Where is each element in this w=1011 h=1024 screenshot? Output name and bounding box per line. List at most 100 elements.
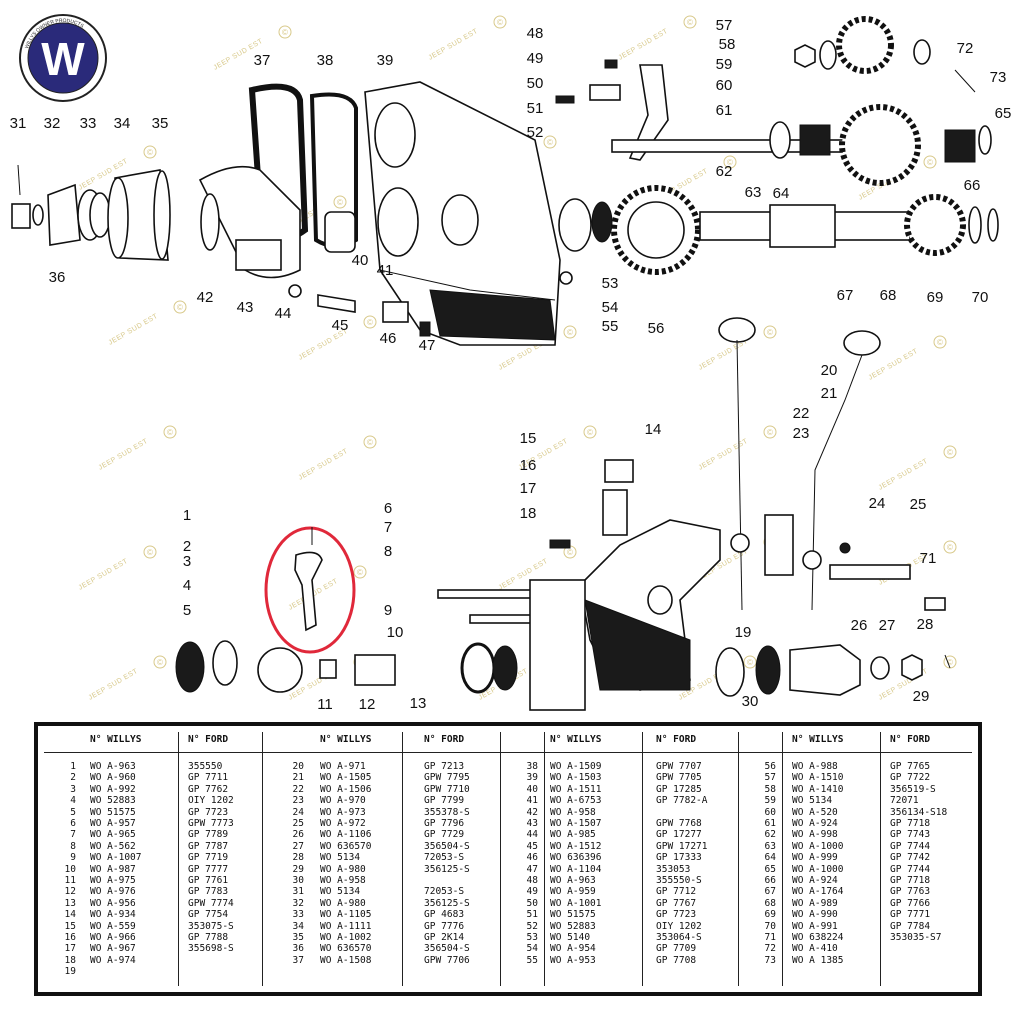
- cell-willys-number: WO A-957: [90, 818, 136, 829]
- cell-ford-number: GP 7711: [188, 772, 229, 784]
- cell-ford-number: GP 17277: [656, 829, 702, 841]
- callout-label-17: 17: [520, 480, 537, 497]
- callout-label-52: 52: [527, 124, 544, 141]
- header-willys: N° WILLYS: [90, 734, 142, 745]
- cell-ford-number: GPW 7773: [188, 818, 234, 829]
- cell-part-number: 58: [764, 783, 776, 795]
- cell-part-number: 32: [292, 897, 304, 909]
- watermark: JEEP SUD EST©: [108, 300, 187, 347]
- cell-part-number: 66: [764, 875, 776, 886]
- svg-text:JEEP SUD EST: JEEP SUD EST: [618, 28, 670, 62]
- cell-ford-number: GP 7767: [656, 897, 697, 909]
- cell-ford-number: GP 7788: [188, 932, 229, 943]
- cell-willys-number: WO A-1511: [550, 783, 602, 795]
- svg-text:©: ©: [947, 448, 953, 457]
- watermark: JEEP SUD EST©: [213, 25, 292, 72]
- callout-label-65: 65: [995, 105, 1011, 122]
- callout-label-22: 22: [793, 405, 810, 422]
- cell-part-number: 18: [64, 954, 76, 966]
- cell-part-number: 73: [764, 954, 776, 966]
- callout-label-61: 61: [716, 102, 733, 119]
- cell-ford-number: GP 7799: [424, 795, 465, 807]
- cell-part-number: 56: [764, 761, 776, 772]
- cell-willys-number: WO A-980: [320, 863, 366, 875]
- callout-label-24: 24: [869, 495, 886, 512]
- callout-label-18: 18: [520, 505, 537, 522]
- watermark: JEEP SUD EST©: [878, 445, 957, 492]
- watermark: JEEP SUD EST ©: [618, 15, 697, 62]
- cell-ford-number: OIY 1202: [656, 920, 702, 932]
- svg-text:JEEP SUD EST: JEEP SUD EST: [298, 448, 350, 482]
- cell-ford-number: GPW 7710: [424, 783, 470, 795]
- callout-label-19: 19: [735, 624, 752, 641]
- parts-31-36: [11, 164, 171, 261]
- callout-label-44: 44: [275, 305, 292, 322]
- svg-text:©: ©: [177, 303, 183, 312]
- callout-label-31: 31: [10, 115, 27, 132]
- cell-willys-number: WO A-953: [550, 954, 596, 966]
- watermark: JEEP SUD EST©: [298, 435, 377, 482]
- callout-label-21: 21: [821, 385, 838, 402]
- callout-label-73: 73: [990, 69, 1007, 86]
- cell-ford-number: GP 17285: [656, 783, 702, 795]
- cell-part-number: 28: [292, 852, 304, 864]
- cell-ford-number: GPW 7706: [424, 954, 470, 966]
- cell-part-number: 63: [764, 840, 776, 852]
- header-willys: N° WILLYS: [550, 734, 602, 745]
- cell-willys-number: WO A-959: [550, 886, 596, 898]
- cell-willys-number: WO A-980: [320, 897, 366, 909]
- callout-label-3: 3: [183, 553, 191, 570]
- cell-ford-number: GP 7777: [188, 863, 229, 875]
- header-willys: N° WILLYS: [320, 734, 372, 745]
- cell-willys-number: WO A-1007: [90, 852, 142, 864]
- cell-willys-number: WO A-1764: [792, 886, 844, 898]
- gaskets-37-38: [198, 83, 358, 279]
- svg-text:JEEP SUD EST: JEEP SUD EST: [78, 558, 130, 592]
- cell-part-number: 17: [64, 943, 76, 955]
- cell-ford-number: GP 7789: [188, 829, 229, 841]
- cell-ford-number: GP 7771: [890, 909, 931, 921]
- svg-text:JEEP SUD EST: JEEP SUD EST: [698, 338, 750, 372]
- cell-part-number: 43: [526, 818, 538, 829]
- cell-ford-number: GP 7213: [424, 761, 465, 772]
- cell-ford-number: GP 7718: [890, 875, 931, 886]
- cell-ford-number: GP 7729: [424, 829, 465, 841]
- cell-part-number: 25: [292, 818, 304, 829]
- cell-willys-number: WO A-988: [792, 761, 838, 772]
- cell-part-number: 16: [64, 932, 76, 943]
- cell-ford-number: 355550: [188, 761, 223, 772]
- svg-text:©: ©: [727, 158, 733, 167]
- table-rule: [262, 732, 263, 986]
- callout-label-2: 2: [183, 538, 191, 555]
- cell-willys-number: WO A-1509: [550, 761, 602, 772]
- cell-part-number: 68: [764, 897, 776, 909]
- cell-ford-number: GP 7762: [188, 783, 229, 795]
- cell-part-number: 47: [526, 863, 538, 875]
- gear-56-and-mainshaft: [611, 185, 999, 275]
- cell-willys-number: WO 5134: [792, 795, 833, 807]
- cell-willys-number: WO A-1000: [792, 863, 844, 875]
- cell-willys-number: WO A-6753: [550, 795, 602, 807]
- cell-ford-number: 72053-S: [424, 886, 465, 898]
- svg-text:©: ©: [157, 658, 163, 667]
- cell-part-number: 41: [526, 795, 538, 807]
- cell-part-number: 4: [70, 795, 76, 807]
- header-willys: N° WILLYS: [792, 734, 844, 745]
- table-rule: [544, 732, 545, 986]
- cell-part-number: 24: [292, 806, 304, 818]
- callout-label-37: 37: [254, 52, 271, 69]
- cell-willys-number: WO 5134: [320, 852, 361, 864]
- watermark: JEEP SUD EST©: [88, 655, 167, 702]
- callout-label-70: 70: [972, 289, 989, 306]
- svg-text:©: ©: [687, 18, 693, 27]
- cell-willys-number: WO A-1503: [550, 772, 602, 784]
- callout-label-57: 57: [716, 17, 733, 34]
- cell-willys-number: WO A-1506: [320, 783, 372, 795]
- cell-part-number: 60: [764, 806, 776, 818]
- table-rule: [500, 732, 501, 986]
- cell-willys-number: WO A-974: [90, 954, 136, 966]
- cell-ford-number: GP 7744: [890, 840, 931, 852]
- callout-label-10: 10: [387, 624, 404, 641]
- callout-label-23: 23: [793, 425, 810, 442]
- cell-willys-number: WO A-956: [90, 897, 136, 909]
